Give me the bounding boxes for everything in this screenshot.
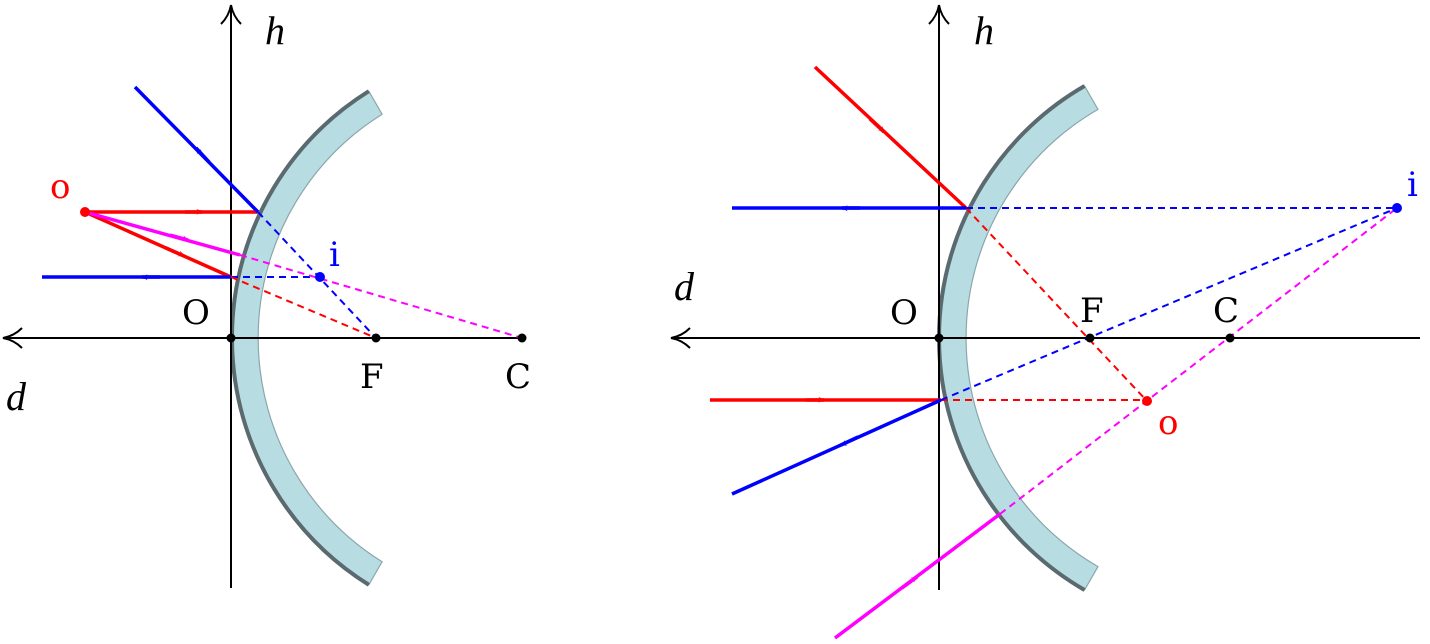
- arrow-icon: [840, 435, 859, 447]
- reflected-ray-lower: [731, 398, 942, 496]
- left-diagram: h d O F C o i: [2, 4, 531, 588]
- focus-label: F: [1080, 291, 1104, 331]
- incident-ray-to-center: [84, 210, 241, 257]
- object-label: o: [50, 167, 70, 207]
- image-label: i: [1407, 165, 1418, 205]
- object-point: [80, 207, 90, 217]
- virtual-ray-red-to-focus: [230, 276, 377, 339]
- incident-ray-to-focus: [84, 210, 232, 279]
- center-label: C: [505, 357, 531, 397]
- arrow-icon: [194, 146, 211, 164]
- center-point: [517, 333, 527, 343]
- focus-label: F: [360, 357, 384, 397]
- d-axis-label: d: [674, 264, 695, 309]
- arrow-icon: [165, 246, 185, 258]
- virtual-ray-red-to-object: [965, 207, 1148, 402]
- origin-point: [226, 333, 236, 343]
- origin-label: O: [890, 293, 918, 333]
- virtual-ray-magenta-to-center: [239, 254, 523, 339]
- d-axis-arrow-icon: [2, 327, 23, 349]
- h-axis-label: h: [265, 8, 285, 53]
- center-point: [1225, 333, 1235, 343]
- incident-ray-toward-focus: [813, 65, 968, 210]
- object-point: [1142, 396, 1152, 406]
- center-label: C: [1213, 291, 1239, 331]
- focus-point: [371, 333, 381, 343]
- arrow-icon: [900, 575, 919, 590]
- d-axis-arrow-icon: [670, 327, 691, 349]
- image-point: [1392, 203, 1402, 213]
- d-axis-label: d: [6, 374, 27, 419]
- h-axis-arrow-icon: [928, 4, 950, 25]
- origin-label: O: [182, 293, 210, 333]
- arrow-icon: [169, 233, 189, 242]
- image-point: [315, 272, 325, 282]
- virtual-ray-magenta-through-center: [999, 207, 1398, 515]
- focus-point: [1085, 333, 1095, 343]
- image-label: i: [329, 235, 340, 275]
- virtual-ray-blue-through-focus: [940, 207, 1398, 401]
- right-diagram: h d O F C o i: [670, 4, 1420, 640]
- incident-ray-toward-center: [833, 512, 1002, 640]
- object-label: o: [1158, 403, 1178, 443]
- origin-point: [934, 333, 944, 343]
- h-axis-label: h: [974, 8, 994, 53]
- h-axis-arrow-icon: [220, 4, 242, 25]
- arrow-icon: [868, 117, 886, 134]
